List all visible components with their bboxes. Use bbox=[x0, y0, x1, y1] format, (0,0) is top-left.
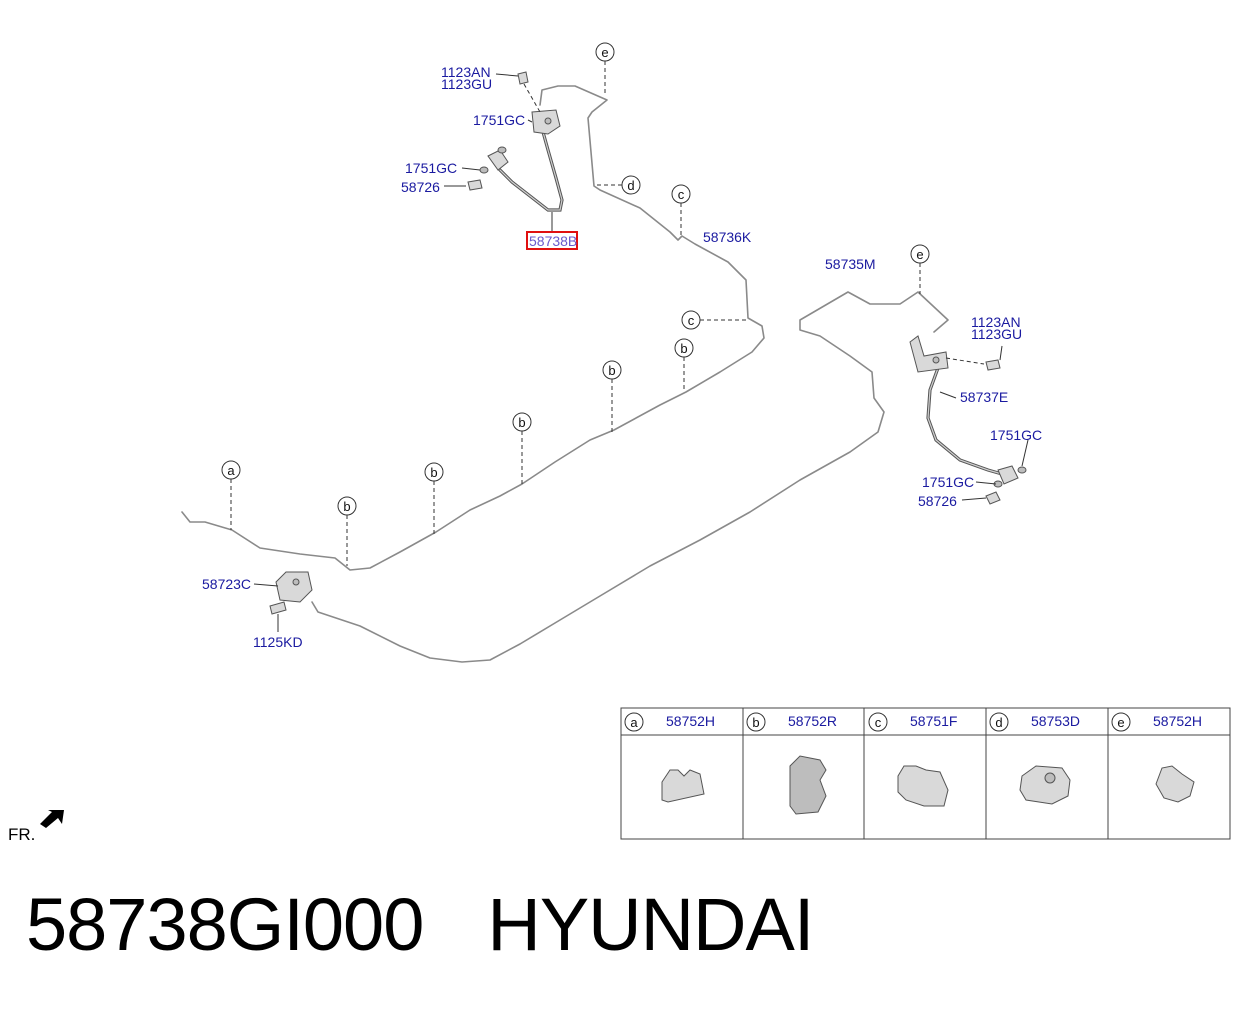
bolt-left-low-icon bbox=[467, 179, 483, 191]
callout-e2: e bbox=[910, 244, 930, 294]
svg-text:58752R: 58752R bbox=[788, 713, 837, 729]
callout-a1: a bbox=[221, 460, 241, 530]
footer-title: 58738GI000 HYUNDAI bbox=[26, 883, 814, 966]
brand-name: HYUNDAI bbox=[487, 883, 814, 966]
clip-c-icon bbox=[897, 765, 949, 807]
clip-cell-e[interactable]: e 58752H bbox=[1111, 712, 1202, 803]
svg-text:c: c bbox=[678, 187, 685, 202]
bracket-right-hole-icon bbox=[932, 356, 940, 364]
svg-text:58752H: 58752H bbox=[1153, 713, 1202, 729]
clip-cell-a[interactable]: a 58752H bbox=[624, 712, 715, 803]
label-rear-tube[interactable]: 58735M bbox=[825, 256, 876, 272]
svg-text:d: d bbox=[627, 178, 634, 193]
clip-cell-b[interactable]: b 58752R bbox=[746, 712, 837, 815]
label-bolt-right-b[interactable]: 1123GU bbox=[971, 326, 1022, 342]
callout-b5: b bbox=[337, 496, 357, 566]
svg-text:e: e bbox=[916, 247, 923, 262]
label-gasket-left-top[interactable]: 1751GC bbox=[473, 112, 525, 128]
label-gasket-right-top[interactable]: 1751GC bbox=[990, 427, 1042, 443]
clip-cell-d[interactable]: d 58753D bbox=[989, 712, 1080, 805]
callout-d1: d bbox=[594, 175, 641, 195]
svg-text:b: b bbox=[430, 465, 437, 480]
gasket-right-top-icon bbox=[1017, 466, 1027, 474]
label-bolt-right-a[interactable]: 1123AN bbox=[971, 314, 1021, 330]
bolt-right-low-icon bbox=[985, 491, 1001, 505]
bracket-hole-icon bbox=[544, 117, 552, 125]
callout-b1: b bbox=[674, 338, 694, 392]
flex-hose-right bbox=[926, 366, 1004, 476]
svg-text:e: e bbox=[601, 45, 608, 60]
connector-block bbox=[275, 571, 313, 603]
gasket-left-top-icon bbox=[497, 146, 507, 154]
banjo-left bbox=[487, 149, 509, 171]
label-connector[interactable]: 58723C bbox=[202, 576, 251, 592]
label-hose-right[interactable]: 58737E bbox=[960, 389, 1008, 405]
svg-text:a: a bbox=[630, 715, 638, 730]
direction-label: FR. bbox=[8, 825, 35, 844]
svg-text:b: b bbox=[608, 363, 615, 378]
clip-b-icon bbox=[789, 755, 827, 815]
label-gasket-left-low[interactable]: 1751GC bbox=[405, 160, 457, 176]
callout-c1: c bbox=[671, 184, 691, 236]
clip-table: a 58752H b 58752R c 58751F d 58753D e 58… bbox=[620, 707, 1231, 840]
label-bolt-left-low[interactable]: 58726 bbox=[401, 179, 440, 195]
label-front-tube[interactable]: 58736K bbox=[703, 229, 752, 245]
svg-text:b: b bbox=[752, 715, 759, 730]
label-bolt-left-a[interactable]: 1123AN bbox=[441, 64, 491, 80]
parts-diagram: e d c c e b b b b b bbox=[8, 42, 1231, 844]
bolt-right-top-icon bbox=[985, 359, 1001, 371]
svg-text:c: c bbox=[688, 313, 695, 328]
svg-text:58753D: 58753D bbox=[1031, 713, 1080, 729]
label-bolt-right-low[interactable]: 58726 bbox=[918, 493, 957, 509]
label-gasket-right-low[interactable]: 1751GC bbox=[922, 474, 974, 490]
svg-text:b: b bbox=[518, 415, 525, 430]
part-number: 58738GI000 bbox=[26, 883, 424, 966]
callout-b2: b bbox=[602, 360, 622, 432]
callout-c2: c bbox=[681, 310, 748, 330]
svg-text:c: c bbox=[875, 715, 882, 730]
callout-b4: b bbox=[424, 462, 444, 534]
connector-bolt-icon bbox=[269, 601, 287, 615]
flex-hose-left bbox=[498, 130, 564, 212]
clip-d-icon bbox=[1019, 765, 1071, 805]
svg-text:58751F: 58751F bbox=[910, 713, 957, 729]
clip-e-icon bbox=[1155, 765, 1195, 803]
label-hose-left[interactable]: 58738B bbox=[529, 233, 577, 249]
clip-a-icon bbox=[661, 769, 705, 803]
svg-text:58752H: 58752H bbox=[666, 713, 715, 729]
callout-b3: b bbox=[512, 412, 532, 486]
svg-text:b: b bbox=[680, 341, 687, 356]
svg-text:b: b bbox=[343, 499, 350, 514]
bracket-right bbox=[909, 335, 949, 373]
highlight-box bbox=[526, 231, 578, 250]
svg-text:a: a bbox=[227, 463, 235, 478]
brake-tube-lower bbox=[311, 291, 949, 663]
gasket-left-low-icon bbox=[479, 166, 489, 174]
label-bolt-left-b[interactable]: 1123GU bbox=[441, 76, 492, 92]
clip-cell-c[interactable]: c 58751F bbox=[868, 712, 957, 807]
svg-text:d: d bbox=[995, 715, 1002, 730]
svg-text:e: e bbox=[1117, 715, 1124, 730]
connector-hole-icon bbox=[292, 578, 300, 586]
brake-tube-front bbox=[181, 85, 765, 571]
label-connector-bolt[interactable]: 1125KD bbox=[253, 634, 303, 650]
banjo-right bbox=[997, 465, 1019, 485]
forward-arrow-icon bbox=[40, 810, 64, 828]
callout-e1: e bbox=[595, 42, 615, 96]
bolt-left-top-icon bbox=[517, 71, 529, 85]
